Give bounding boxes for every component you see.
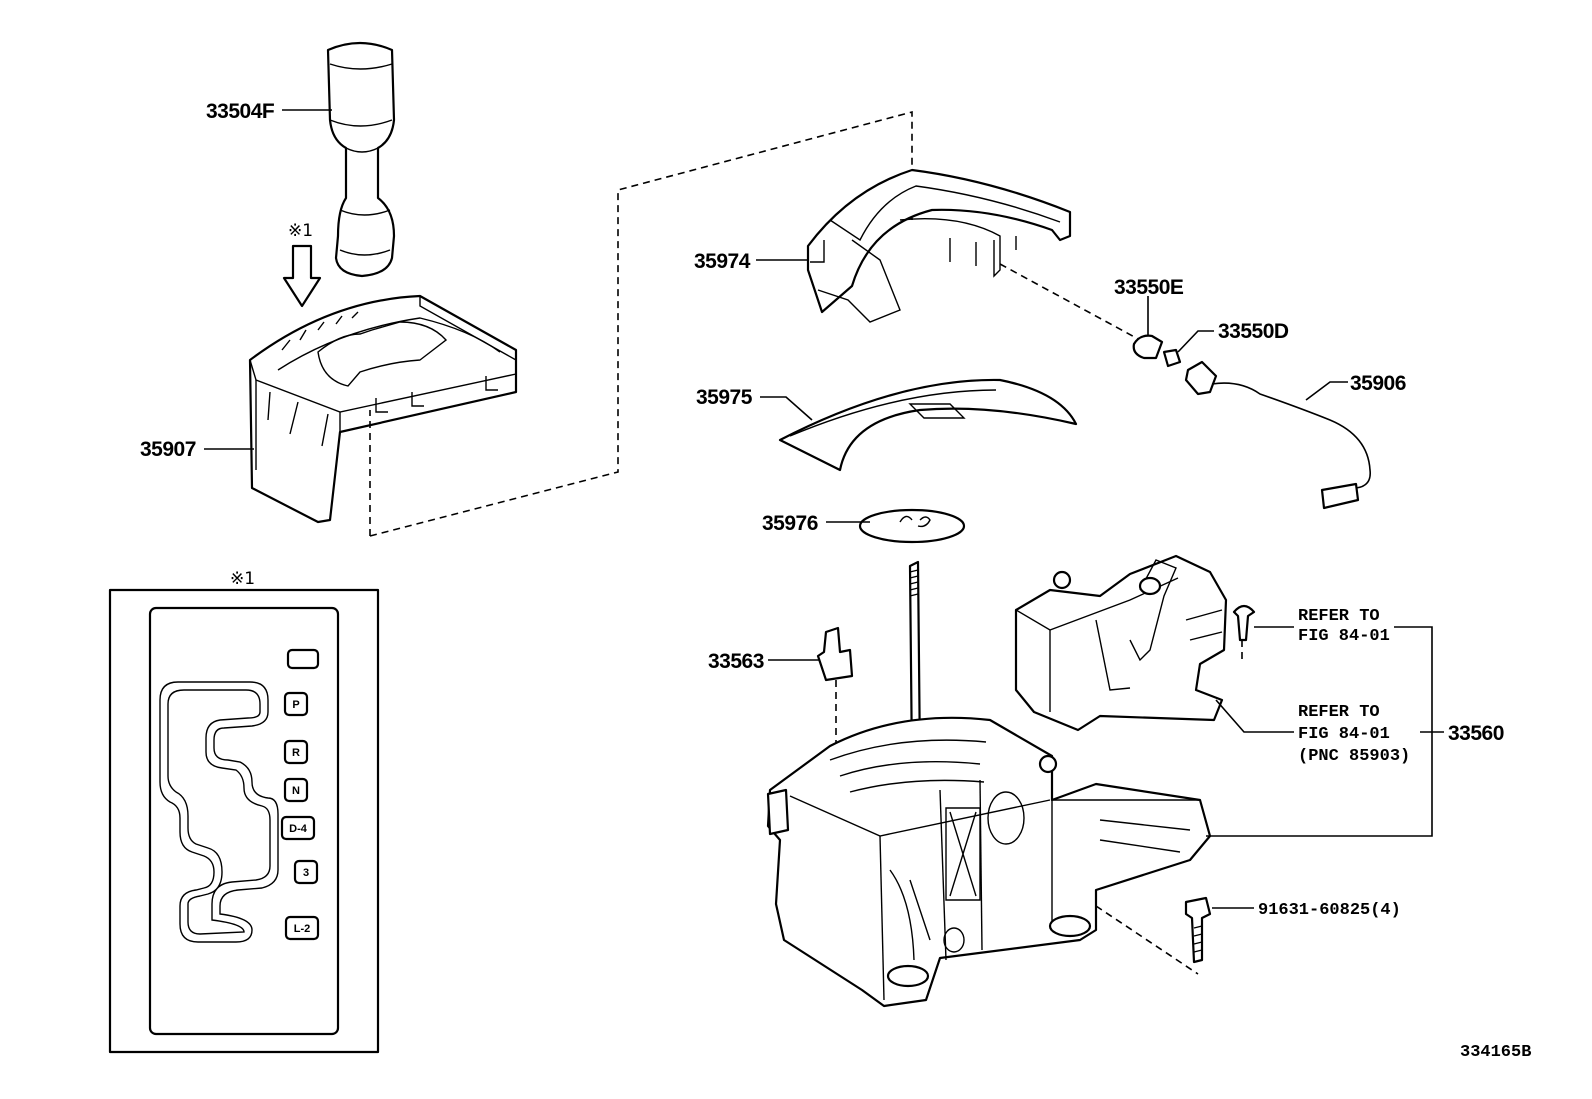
screw-drawing [1232, 604, 1256, 664]
assembly-dashed-lines [369, 110, 913, 537]
leader-lines [204, 109, 1444, 909]
label-35975: 35975 [696, 386, 753, 409]
drawing-number: 334165B [1460, 1043, 1531, 1062]
indicator-cover-drawing [806, 168, 1072, 323]
label-33560: 33560 [1448, 722, 1504, 745]
slide-sheet-drawing [778, 378, 1078, 472]
gear-badge-label: 3 [303, 867, 309, 879]
bolt-drawing [1095, 896, 1212, 975]
refer-note-2-line3: (PNC 85903) [1298, 747, 1410, 766]
label-33550E: 33550E [1114, 276, 1184, 299]
lamp-harness-drawing [999, 263, 1372, 510]
gear-badge-d-4: D-4 [280, 815, 316, 841]
label-35907: 35907 [140, 438, 196, 461]
gear-badge-frame [284, 915, 320, 941]
gear-badge-label: R [292, 747, 300, 759]
gate-position-badges: P R N D-4 3L-2 [280, 691, 320, 941]
reference-arrow [282, 244, 322, 308]
label-33550D: 33550D [1218, 320, 1289, 343]
part-labels: 33504F 35907 35974 35975 35976 33550E 33… [140, 100, 1531, 1062]
gear-badge-p: P [283, 691, 309, 717]
reference-mark-panel: ※1 [230, 569, 255, 589]
gear-badge-frame [283, 691, 309, 717]
disc-drawing [858, 508, 966, 544]
gear-badge-label: P [292, 699, 299, 711]
indicator-housing-drawing [248, 294, 518, 524]
gear-badge-n: N [283, 777, 309, 803]
gear-badge-l-2: L-2 [284, 915, 320, 941]
gear-badge-label: L-2 [294, 923, 311, 935]
gear-badge-3: 3 [293, 859, 319, 885]
label-33563: 33563 [708, 650, 764, 673]
gear-badge-frame [280, 815, 316, 841]
refer-note-2-line1: REFER TO [1298, 703, 1380, 722]
lock-unit-drawing [1014, 554, 1228, 732]
gear-badge-frame [283, 777, 309, 803]
reference-mark-arrow: ※1 [288, 221, 313, 241]
label-35976: 35976 [762, 512, 818, 535]
gear-badge-frame [293, 859, 319, 885]
gear-badge-label: N [292, 785, 300, 797]
gear-badge-label: D-4 [289, 823, 308, 835]
label-35906: 35906 [1350, 372, 1406, 395]
refer-note-2-line2: FIG 84-01 [1298, 725, 1390, 744]
label-33504F: 33504F [206, 100, 275, 123]
shift-knob-drawing [326, 41, 396, 278]
gear-badge-frame [283, 739, 309, 765]
gear-badge-r: R [283, 739, 309, 765]
gate-indicator-panel: P R N D-4 3L-2 [108, 588, 380, 1054]
refer-note-1-line2: FIG 84-01 [1298, 627, 1390, 646]
label-35974: 35974 [694, 250, 751, 273]
refer-note-1-line1: REFER TO [1298, 607, 1380, 626]
label-91631-60825: 91631-60825(4) [1258, 901, 1401, 920]
shift-lever-assembly-drawing [766, 560, 1212, 1008]
